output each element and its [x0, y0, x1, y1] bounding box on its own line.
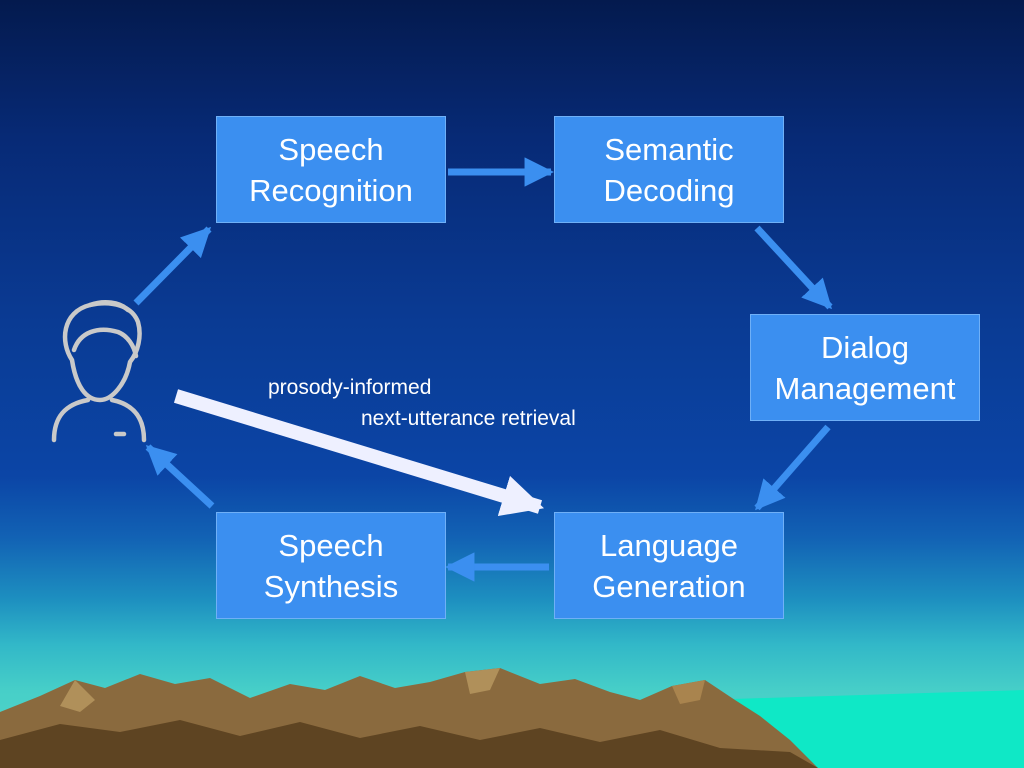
arrow-prosody-shortcut — [173, 389, 545, 517]
arrow-user-to-recognition — [133, 226, 212, 306]
mountain-ridge-light-2 — [465, 668, 500, 694]
speech-synthesis-box: Speech Synthesis — [216, 512, 446, 619]
dialog-management-box: Dialog Management — [750, 314, 980, 421]
annotation-line-2: next-utterance retrieval — [361, 407, 576, 430]
mountain-ridge-light-3 — [672, 680, 705, 704]
mountain-ridge-light — [60, 680, 95, 712]
speech-recognition-box: Speech Recognition — [216, 116, 446, 223]
mountain-shadow — [0, 720, 818, 768]
annotation-line-1: prosody-informed — [268, 376, 432, 399]
semantic-decoding-box: Semantic Decoding — [554, 116, 784, 223]
arrow-decoding-to-dialog — [754, 225, 833, 310]
arrow-synthesis-to-user — [145, 444, 215, 509]
arrow-dialog-to-generation — [754, 424, 831, 511]
user-avatar-icon — [51, 300, 147, 443]
language-generation-box: Language Generation — [554, 512, 784, 619]
